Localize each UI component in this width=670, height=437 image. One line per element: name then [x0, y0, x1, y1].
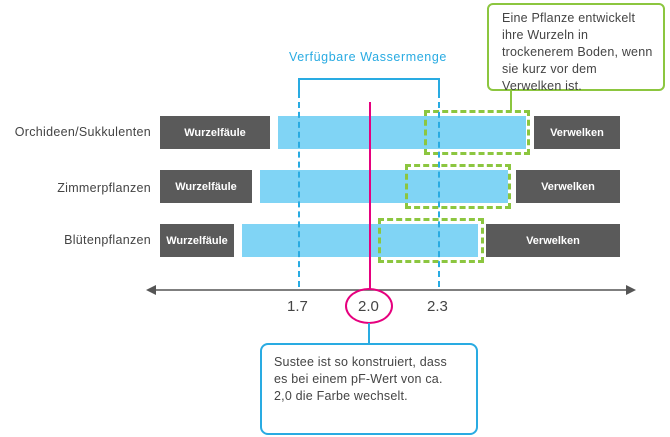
- water-bracket: [298, 78, 440, 92]
- near-wilt-zone: [405, 164, 511, 209]
- near-wilt-zone: [378, 218, 484, 263]
- root-rot-bar: Wurzelfäule: [160, 224, 234, 257]
- upper-bound-line: [438, 92, 440, 287]
- wilt-note-connector: [510, 90, 512, 111]
- row-label-orchideen: Orchideen/Sukkulenten: [14, 125, 151, 139]
- wilt-bar: Verwelken: [486, 224, 620, 257]
- water-range-bar: [278, 116, 526, 149]
- lower-bound-line: [298, 92, 300, 287]
- row-label-bluetenpflanzen: Blütenpflanzen: [64, 233, 151, 247]
- root-rot-bar: Wurzelfäule: [160, 116, 270, 149]
- row-label-zimmerpflanzen: Zimmerpflanzen: [57, 181, 151, 195]
- tick-label-low: 1.7: [287, 298, 308, 315]
- wilt-bar: Verwelken: [516, 170, 620, 203]
- available-water-label: Verfügbare Wassermenge: [289, 50, 447, 64]
- sustee-note: Sustee ist so konstruiert, dass es bei e…: [260, 343, 478, 435]
- near-wilt-zone: [424, 110, 530, 155]
- wilt-bar: Verwelken: [534, 116, 620, 149]
- sustee-connector: [368, 323, 370, 343]
- wilt-note: Eine Pflanze entwickelt ihre Wurzeln in …: [487, 3, 665, 93]
- tick-label-high: 2.3: [427, 298, 448, 315]
- water-range-bar: [260, 170, 508, 203]
- sustee-marker-line: [369, 102, 371, 290]
- tick-label-marker: 2.0: [358, 298, 379, 315]
- root-rot-bar: Wurzelfäule: [160, 170, 252, 203]
